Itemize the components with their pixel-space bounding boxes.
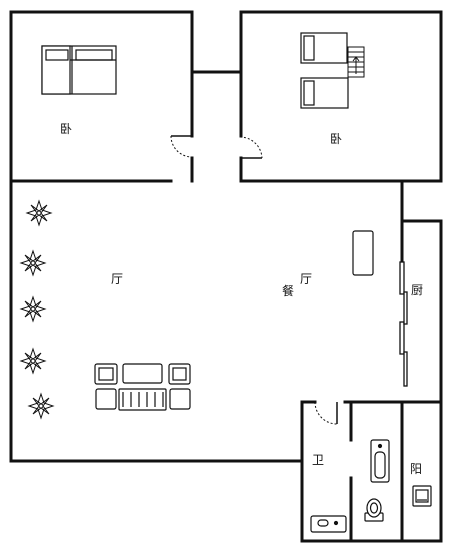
- kitchen-sliding-door: [399, 261, 408, 387]
- dining-room-label-2: 厅: [300, 272, 313, 286]
- bathroom-label: 卫: [312, 453, 325, 467]
- bathtub-icon: [370, 439, 390, 483]
- washbasin-icon: [310, 515, 347, 533]
- double-bed-icon: [41, 45, 117, 95]
- balcony-label: 阳: [410, 462, 423, 476]
- washing-machine-icon: [412, 485, 432, 507]
- bedroom-right-label: 卧: [330, 132, 343, 146]
- plant-icon: [19, 199, 55, 420]
- sofa-set-icon: [94, 363, 191, 411]
- bedroom-left-label: 卧: [60, 122, 73, 136]
- dining-room-label-1: 餐: [282, 284, 295, 298]
- outer-wall-top-right: [239, 10, 443, 183]
- twin-bed-icon: [300, 32, 349, 109]
- kitchen-label: 厨: [411, 283, 424, 297]
- door-swing-icon: [170, 135, 338, 425]
- living-room-label: 厅: [111, 272, 124, 286]
- dining-table-icon: [352, 230, 374, 276]
- toilet-icon: [364, 498, 384, 522]
- staircase-icon: [347, 46, 365, 78]
- walls: [9, 10, 443, 543]
- door-leaves: [171, 135, 338, 424]
